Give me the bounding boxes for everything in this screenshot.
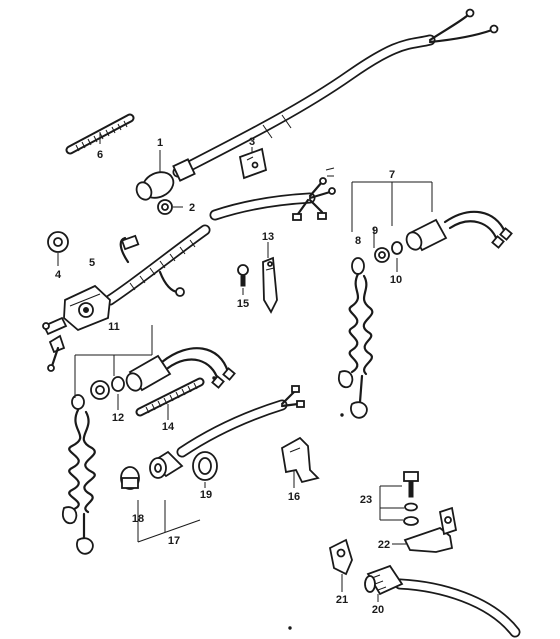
- part-3-clip: [238, 147, 268, 180]
- callout-11: 11: [108, 321, 120, 333]
- callout-8: 8: [355, 235, 361, 247]
- callout-16: 16: [288, 491, 300, 503]
- callout-5: 5: [89, 257, 95, 269]
- callout-9: 9: [372, 225, 378, 237]
- part-21-clamp: [328, 538, 353, 592]
- callout-17: 17: [168, 535, 180, 547]
- callout-1: 1: [157, 137, 163, 149]
- callout-22: 22: [378, 539, 390, 551]
- part-22-bracket: [392, 506, 458, 553]
- part-17-connector-set: [120, 385, 305, 543]
- callout-2: 2: [189, 202, 195, 214]
- callout-23: 23: [360, 494, 372, 506]
- part-13-clip: [262, 242, 278, 314]
- part-14-spiral-tube: [135, 377, 205, 420]
- callout-21: 21: [336, 594, 348, 606]
- harness-middle: [209, 167, 336, 221]
- callout-7: 7: [389, 169, 395, 181]
- callout-6: 6: [97, 149, 103, 161]
- part-4-nut: [47, 231, 69, 266]
- part-15-screw: [237, 264, 249, 295]
- part-20-sensor: [364, 564, 521, 638]
- callout-18: 18: [132, 513, 144, 525]
- part-16-bracket: [281, 436, 320, 488]
- part-7-stop-switch-set: [338, 181, 513, 419]
- callout-15: 15: [237, 298, 249, 310]
- part-2-grommet: [157, 199, 183, 215]
- part-1-main-cable: [135, 8, 499, 201]
- callout-13: 13: [262, 231, 274, 243]
- callout-12: 12: [112, 412, 124, 424]
- callout-4: 4: [55, 269, 62, 281]
- callout-3: 3: [249, 136, 255, 148]
- part-5-ignition-switch: [42, 224, 211, 372]
- callout-10: 10: [390, 274, 402, 286]
- part-23-bolt-set: [379, 471, 419, 526]
- callout-19: 19: [200, 489, 212, 501]
- callout-20: 20: [372, 604, 384, 616]
- callout-14: 14: [162, 421, 175, 433]
